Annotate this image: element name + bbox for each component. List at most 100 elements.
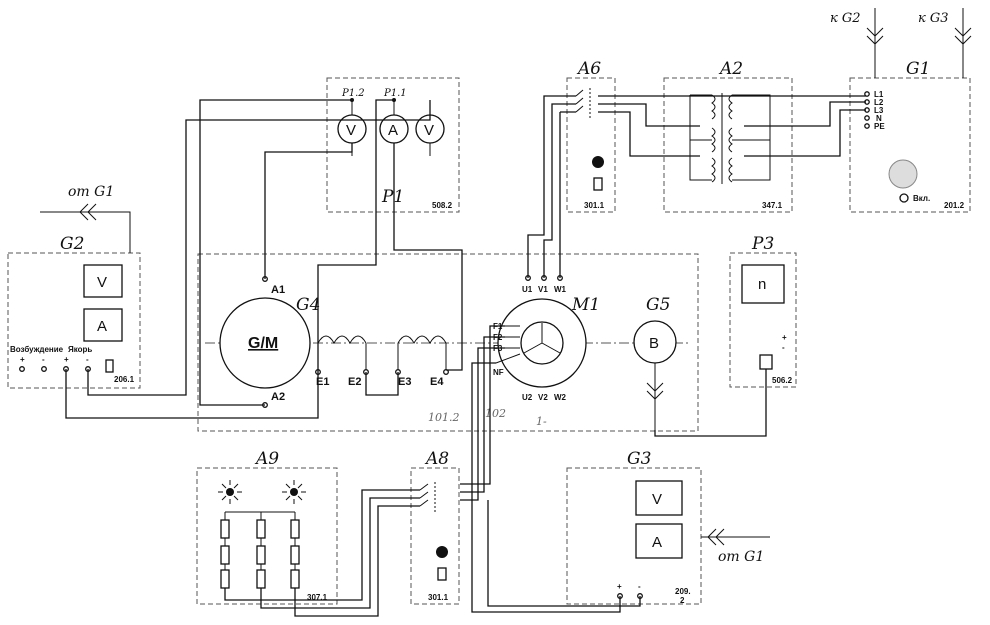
g2-arm-minus: - — [86, 355, 89, 364]
a9-title: A9 — [254, 449, 279, 469]
g3-code: 209. — [675, 587, 691, 596]
a8-title: A8 — [424, 449, 449, 469]
m1-terminal-u2: U2 — [522, 393, 533, 402]
from-g1-left-label: от G1 — [68, 184, 114, 200]
g2-code: 206.1 — [114, 375, 135, 384]
g4-field-winding-1 — [317, 335, 367, 345]
a6-switch-blades — [575, 89, 584, 113]
g1-terminal-n: N — [876, 114, 882, 123]
a2-title: A2 — [718, 59, 743, 79]
g2-title: G2 — [60, 234, 84, 254]
g2-exc-minus: - — [42, 355, 45, 364]
a8-indicator — [437, 567, 447, 581]
g2-voltmeter — [83, 264, 123, 298]
to-g2-arrow — [866, 8, 884, 78]
p1-meter-3-label: V — [424, 122, 434, 139]
g1-indicator-lamp — [899, 193, 909, 203]
g2-meter-a-label: A — [97, 318, 107, 335]
g1-terminal-l2: L2 — [874, 98, 884, 107]
p1-sublabel-1: P1.2 — [341, 88, 365, 99]
g2-meter-v-label: V — [97, 274, 107, 291]
a2-transformer-group — [689, 93, 771, 184]
g2-armature-label: Якорь — [68, 345, 92, 354]
p3-title: P3 — [751, 234, 774, 254]
m1-terminal-w2: W2 — [554, 393, 567, 402]
g4-terminal-e2: E2 — [348, 376, 361, 388]
g3-minus: - — [638, 582, 641, 591]
a6-indicator — [593, 177, 603, 191]
g3-meter-v-label: V — [652, 491, 662, 508]
g2-terminal — [19, 366, 25, 372]
g3-title: G3 — [627, 449, 651, 469]
to-g3-label: к G3 — [918, 11, 949, 26]
wiring — [65, 95, 866, 617]
g4-terminal-e4: E4 — [430, 376, 444, 388]
p1-title: P1 — [381, 187, 404, 207]
handwritten-note-3: 1- — [536, 415, 547, 428]
a6-title: A6 — [576, 59, 601, 79]
g5-title: G5 — [646, 295, 670, 315]
p3-frame — [729, 252, 797, 388]
a2-code: 347.1 — [762, 201, 783, 210]
g3-plus: + — [617, 582, 622, 591]
g1-code: 201.2 — [944, 201, 965, 210]
a9-code: 307.1 — [307, 593, 328, 602]
to-g2-label: к G2 — [830, 11, 861, 26]
g1-frame — [849, 77, 971, 213]
a8-frame — [410, 467, 460, 605]
g4-terminal-a2: A2 — [271, 391, 285, 403]
p3-plus: + — [782, 333, 787, 342]
g4-field-leads — [317, 343, 447, 372]
g1-title: G1 — [906, 59, 930, 79]
g1-terminals: L1 L2 L3 N PE — [864, 90, 885, 131]
g2-switch[interactable] — [105, 359, 114, 373]
a9-frame — [196, 467, 338, 605]
g1-button-label: Вкл. — [913, 194, 930, 203]
g2-frame — [7, 252, 141, 389]
p1-sublabel-2: P1.1 — [383, 88, 407, 99]
a8-toggle-knob[interactable] — [436, 546, 448, 558]
a2-frame — [663, 77, 793, 213]
g4-machine-label: G/M — [248, 335, 278, 352]
g3-voltmeter — [635, 480, 683, 516]
from-g1-right-label: от G1 — [718, 549, 764, 565]
g4-title: G4 — [296, 295, 320, 315]
handwritten-note-1: 101.2 — [428, 411, 460, 424]
g2-terminal — [41, 366, 47, 372]
p3-minus: - — [782, 343, 785, 352]
to-g3-arrow — [954, 8, 972, 78]
p1-frame — [326, 77, 460, 213]
g5-sensor-label: B — [649, 335, 659, 352]
g2-exc-plus: + — [20, 355, 25, 364]
g3-code-suffix: 2 — [680, 596, 685, 605]
a6-frame — [566, 77, 616, 213]
g2-excitation-label: Возбуждение — [10, 345, 64, 354]
g3-frame — [566, 467, 702, 605]
a8-switch-blades — [419, 483, 429, 507]
g4-field-winding-2 — [397, 335, 447, 345]
g4-terminal-a1: A1 — [271, 284, 285, 296]
g1-power-button[interactable] — [888, 159, 918, 189]
m1-terminal-u1: U1 — [522, 285, 533, 294]
g3-meter-a-label: A — [652, 534, 662, 551]
p3-meter-label: n — [758, 276, 766, 293]
m1-terminal-nf: NF — [493, 368, 504, 377]
p1-meter-2-label: A — [388, 122, 398, 139]
g3-ammeter — [635, 523, 683, 559]
a6-toggle-knob[interactable] — [592, 156, 604, 168]
m1-terminal-v1: V1 — [538, 285, 548, 294]
p1-meter-1-label: V — [346, 122, 356, 139]
g2-ammeter — [83, 308, 123, 342]
g4-terminal-e1: E1 — [316, 376, 329, 388]
m1-star-winding — [523, 323, 561, 354]
p1-code: 508.2 — [432, 201, 453, 210]
g5-signal-arrow — [646, 363, 664, 430]
g2-arm-plus: + — [64, 355, 69, 364]
g1-terminal-l3: L3 — [874, 106, 884, 115]
g1-terminal-l1: L1 — [874, 90, 884, 99]
m1-title: M1 — [571, 295, 600, 315]
handwritten-note-2: 102 — [485, 407, 506, 420]
from-g1-right-arrow — [701, 528, 770, 546]
g4-m1-frame — [197, 253, 699, 432]
